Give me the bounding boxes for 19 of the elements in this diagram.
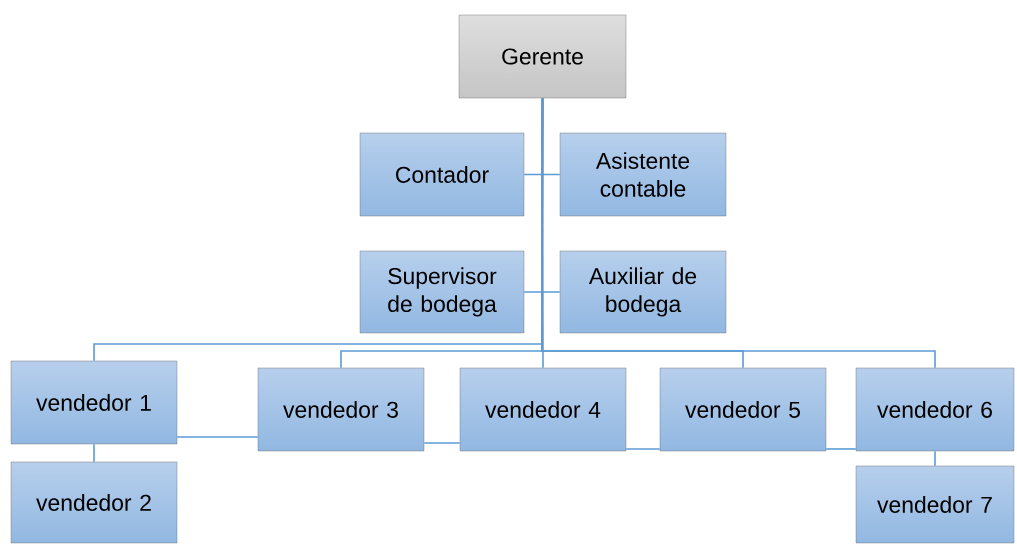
role-box: vendedor 2 xyxy=(10,461,178,544)
connector-line xyxy=(176,436,259,438)
role-box: vendedor 7 xyxy=(855,465,1015,544)
role-box: Auxiliar de bodega xyxy=(559,250,727,334)
role-box: vendedor 1 xyxy=(10,360,178,445)
connector-line xyxy=(423,442,461,444)
role-box: vendedor 5 xyxy=(659,367,827,452)
role-box: vendedor 4 xyxy=(459,367,627,452)
connector-line xyxy=(825,448,857,450)
role-box: Contador xyxy=(359,132,525,217)
role-box: Supervisor de bodega xyxy=(359,250,525,334)
role-box: vendedor 6 xyxy=(855,367,1015,452)
role-box: Asistente contable xyxy=(559,132,727,217)
connector-line xyxy=(541,97,936,369)
connector-line xyxy=(625,448,661,450)
connector-line xyxy=(93,443,95,463)
role-box: vendedor 3 xyxy=(257,367,425,452)
connector-line xyxy=(934,450,936,467)
title-box: Gerente xyxy=(458,14,627,99)
